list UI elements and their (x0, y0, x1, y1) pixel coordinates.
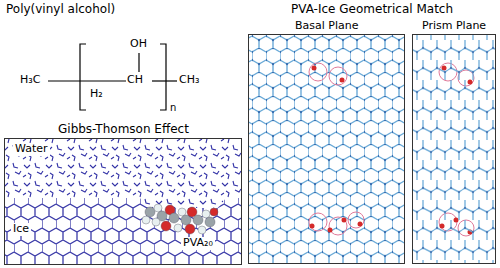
atom-label: CH (127, 74, 143, 87)
region-label: Ice (11, 223, 31, 236)
lattice-panel: Prism Plane (412, 34, 496, 264)
md-snapshot (5, 139, 241, 264)
atom-label: H₃C (20, 74, 40, 87)
chemical-structure (48, 44, 177, 110)
pva-molecule (142, 204, 218, 234)
panel-title: Basal Plane (295, 20, 358, 33)
prism-lattice (413, 35, 495, 263)
panel-title: Gibbs-Thomson Effect (58, 123, 189, 137)
repeat-index: n (170, 102, 176, 114)
region-label: Water (13, 143, 50, 156)
atom-label: CH₃ (179, 74, 199, 87)
atom-label: OH (130, 38, 147, 51)
molecule-label: PVA₂₀ (181, 237, 215, 250)
section-title: PVA-Ice Geometrical Match (291, 3, 453, 17)
panel-title: Prism Plane (422, 20, 486, 33)
lattice-panel: Basal Plane (248, 34, 405, 264)
molecule-title: Poly(vinyl alcohol) (6, 3, 115, 17)
simulation-panel: Gibbs-Thomson EffectWaterIcePVA₂₀ (4, 138, 242, 265)
basal-lattice (249, 35, 404, 263)
atom-label: H₂ (90, 88, 103, 101)
